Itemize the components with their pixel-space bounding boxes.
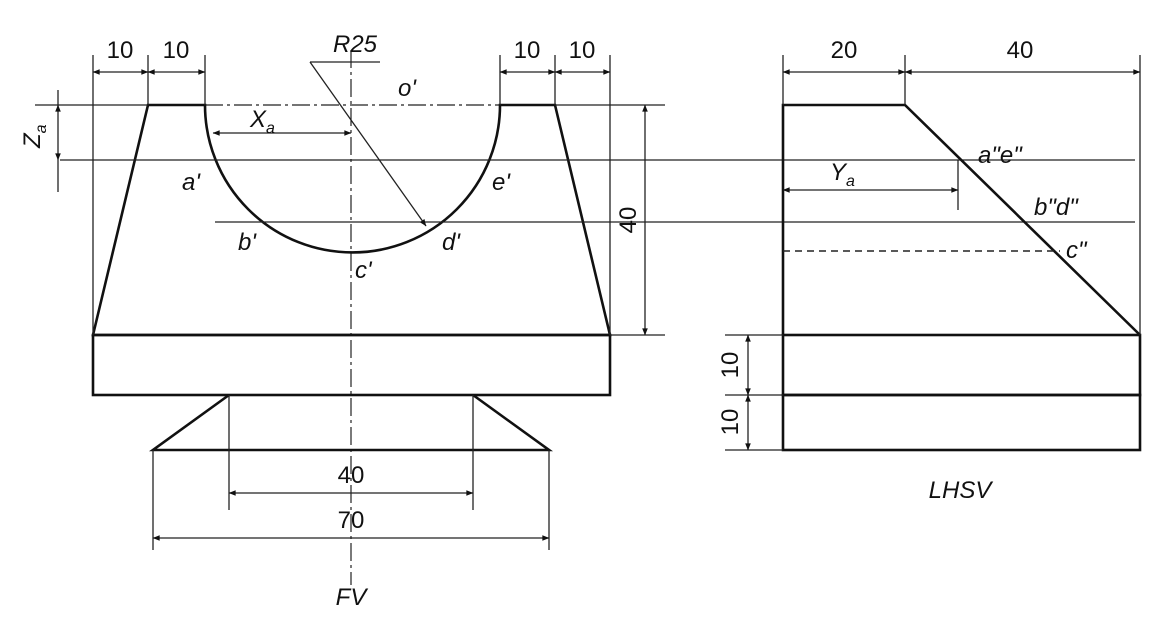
side-view-caption: LHSV	[929, 477, 994, 504]
front-middle-block	[91, 333, 612, 397]
z-subscript: a	[33, 124, 50, 133]
point-d-label: d'	[442, 229, 461, 256]
dim-label-height: 40	[615, 207, 642, 234]
front-lower-block-outline	[148, 393, 554, 452]
dim-label-top-right-1: 10	[514, 37, 541, 64]
y-a-label: Ya	[830, 159, 855, 190]
point-ae-label: a"e"	[978, 142, 1023, 169]
side-dim-label-layer-1: 10	[717, 352, 744, 379]
z-a-label: Za	[19, 124, 50, 149]
side-dim-label-layer-2: 10	[717, 409, 744, 436]
x-label: X	[249, 106, 267, 133]
front-upper-block-outline	[91, 103, 612, 337]
point-a-label: a'	[182, 169, 201, 196]
point-c-side-label: c"	[1066, 237, 1088, 264]
dim-label-top-right-2: 10	[569, 37, 596, 64]
front-view-caption: FV	[336, 584, 369, 611]
dim-label-top-left-1: 10	[107, 37, 134, 64]
dim-label-top-left-2: 10	[163, 37, 190, 64]
side-middle-block	[781, 333, 1142, 397]
dim-label-slot: 40	[338, 462, 365, 489]
radius-leader	[309, 61, 427, 227]
point-e-label: e'	[492, 169, 511, 196]
point-c-label: c'	[355, 257, 373, 284]
side-upper-outline	[781, 103, 1141, 336]
x-a-label: Xa	[249, 106, 275, 137]
x-subscript: a	[266, 120, 275, 137]
dim-label-base: 70	[338, 507, 365, 534]
side-view: 20 40 Ya a"e" b"d" c" 10 10 LHSV	[717, 37, 1142, 504]
point-bd-label: b"d"	[1034, 194, 1079, 221]
side-dim-label-top-1: 20	[831, 37, 858, 64]
y-label: Y	[830, 159, 848, 186]
z-label: Z	[19, 132, 46, 149]
radius-label: R25	[333, 31, 378, 58]
y-subscript: a	[846, 173, 855, 190]
side-dim-label-top-2: 40	[1007, 37, 1034, 64]
point-b-label: b'	[238, 229, 257, 256]
point-o-label: o'	[398, 75, 417, 102]
front-view: 10 10 10 10 R25 o' Xa Za a' e' b' d' c' …	[19, 31, 1135, 611]
side-lower-block	[781, 393, 1142, 452]
